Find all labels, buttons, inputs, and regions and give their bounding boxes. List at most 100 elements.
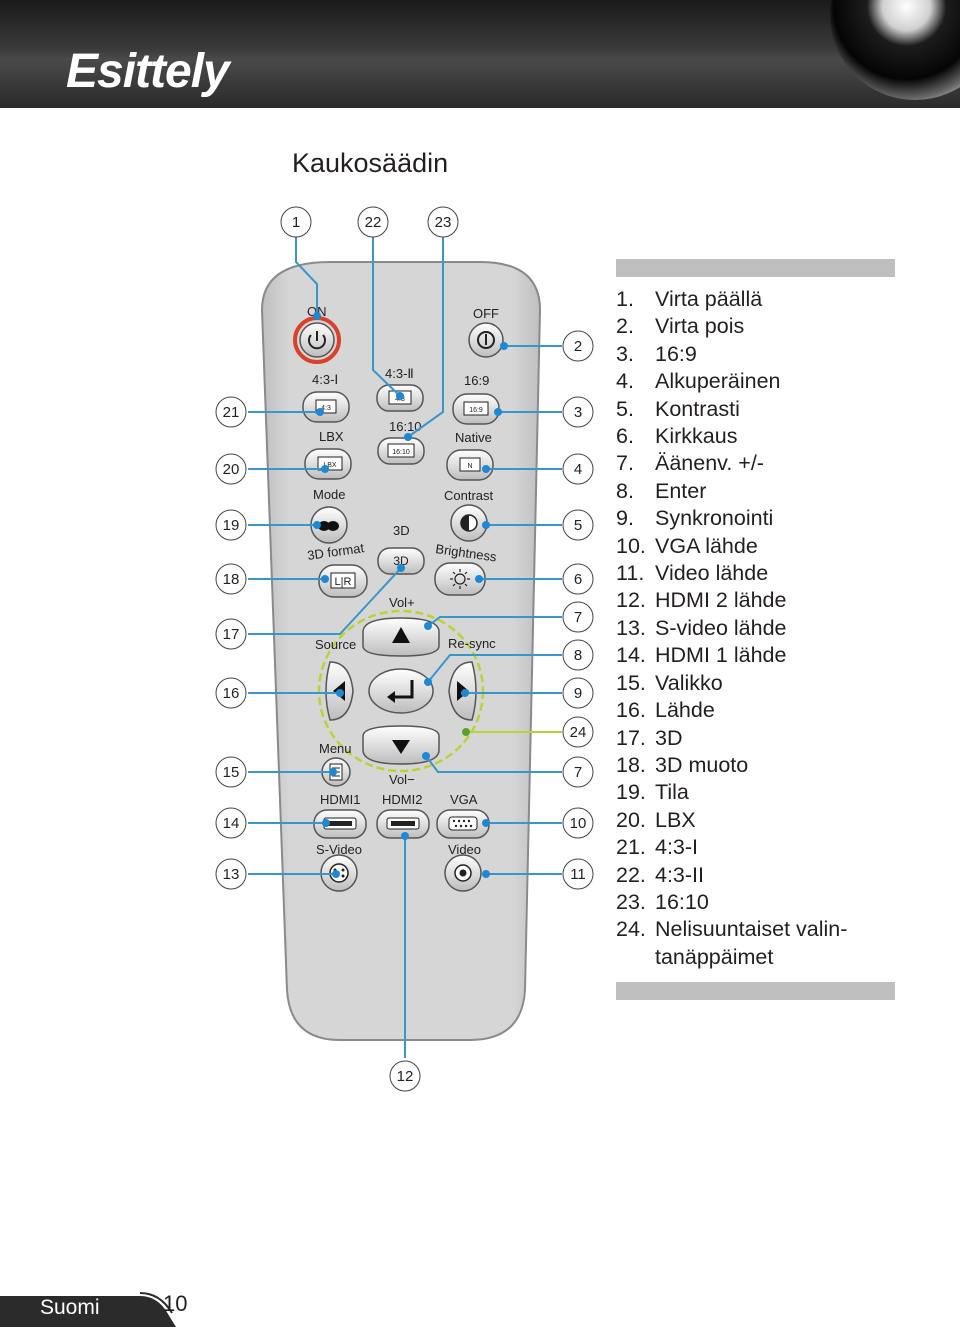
legend-item-15: 15.Valikko — [616, 670, 723, 695]
callout-1: 1 — [280, 206, 312, 238]
svg-text:20: 20 — [223, 461, 240, 478]
legend-item-5: 5.Kontrasti — [616, 396, 740, 421]
legend-item-21: 21.4:3-I — [616, 835, 699, 860]
svg-text:23: 23 — [435, 214, 452, 231]
label-43-ii: 4:3-Ⅱ — [385, 366, 414, 381]
legend-item-9: 9.Synkronointi — [616, 506, 774, 531]
svg-text:6: 6 — [574, 571, 582, 588]
label-mode: Mode — [313, 487, 346, 502]
legend-item-11: 11.Video lähde — [616, 561, 769, 586]
legend-item-1: 1.Virta päällä — [616, 287, 763, 311]
legend-item-22: 22.4:3-II — [616, 862, 704, 887]
mode-button — [310, 506, 348, 544]
aspect-1610-button — [377, 437, 425, 465]
legend-item-4: 4.Alkuperäinen — [616, 369, 781, 394]
legend-item-14: 14.HDMI 1 lähde — [616, 643, 787, 668]
video-button — [444, 854, 482, 892]
label-hdmi1: HDMI1 — [320, 792, 360, 807]
hdmi2-button — [376, 809, 430, 839]
label-off: OFF — [473, 306, 499, 321]
dpad-outline — [317, 609, 485, 773]
legend-item-19: 19.Tila — [616, 780, 689, 805]
callout-14: 14 — [215, 807, 247, 839]
svg-text:14: 14 — [223, 815, 240, 832]
svg-text:17: 17 — [223, 626, 240, 643]
callout-5: 5 — [562, 509, 594, 541]
native-button — [446, 449, 494, 481]
svg-text:15: 15 — [223, 764, 240, 781]
callout-lines — [248, 236, 562, 1058]
page-number: 10 — [163, 1291, 188, 1316]
legend-item-24: 24.Nelisuuntaiset valin- — [616, 917, 848, 942]
label-43-i: 4:3-Ⅰ — [312, 372, 338, 387]
svg-text:11: 11 — [570, 866, 586, 883]
section-title: Kaukosäädin — [292, 148, 449, 178]
callout-6: 6 — [562, 563, 594, 595]
callout-15: 15 — [215, 756, 247, 788]
callout-7a: 7 — [562, 601, 594, 633]
legend-item-2: 2.Virta pois — [616, 314, 745, 339]
brightness-button — [434, 562, 486, 596]
callout-dots — [313, 312, 508, 878]
svg-text:2: 2 — [574, 338, 582, 355]
callout-23: 23 — [427, 206, 459, 238]
label-resync: Re-sync — [448, 636, 496, 651]
icon-text-43-i: 4:3 — [321, 405, 331, 412]
3d-button — [377, 547, 425, 575]
svg-text:22: 22 — [365, 214, 382, 231]
label-volminus: Vol− — [389, 772, 415, 787]
vga-button — [436, 809, 490, 839]
icon-text-lbx: LBX — [323, 462, 337, 469]
callout-19: 19 — [215, 509, 247, 541]
label-3d: 3D — [393, 523, 410, 538]
icon-text-native: N — [467, 463, 472, 470]
legend-bottom-bar — [616, 982, 895, 1000]
callout-2: 2 — [562, 330, 594, 362]
power-on-button — [293, 316, 341, 364]
label-1610: 16:10 — [389, 419, 422, 434]
svg-text:8: 8 — [574, 647, 582, 664]
svg-text:10: 10 — [570, 815, 587, 832]
legend-list: 1.Virta päällä 2.Virta pois 3.16:9 4.Alk… — [616, 286, 847, 971]
label-169: 16:9 — [464, 373, 489, 388]
svg-text:5: 5 — [574, 517, 582, 534]
svg-text:7: 7 — [574, 764, 582, 781]
3d-format-button — [318, 564, 368, 598]
legend-item-7: 7.Äänenv. +/- — [616, 451, 764, 476]
callout-22: 22 — [357, 206, 389, 238]
legend-item-24-continuation: tanäppäimet — [655, 944, 774, 969]
callout-7b: 7 — [562, 756, 594, 788]
legend-item-8: 8.Enter — [616, 478, 707, 503]
callout-4: 4 — [562, 453, 594, 485]
legend-item-17: 17.3D — [616, 725, 683, 750]
label-source: Source — [315, 637, 356, 652]
svg-text:16: 16 — [223, 685, 240, 702]
svg-text:18: 18 — [223, 571, 240, 588]
power-off-button — [468, 322, 504, 358]
callout-11: 11 — [562, 858, 594, 890]
icon-text-lr: L|R — [335, 576, 352, 588]
header-title: Esittely — [66, 45, 230, 98]
svg-text:7: 7 — [574, 609, 582, 626]
legend-item-6: 6.Kirkkaus — [616, 424, 738, 449]
label-hdmi2: HDMI2 — [382, 792, 422, 807]
enter-button — [368, 668, 434, 714]
label-native: Native — [455, 430, 492, 445]
legend-item-13: 13.S-video lähde — [616, 615, 787, 640]
legend-item-10: 10.VGA lähde — [616, 533, 758, 558]
callout-20: 20 — [215, 453, 247, 485]
label-volplus: Vol+ — [389, 595, 415, 610]
svg-text:12: 12 — [397, 1068, 414, 1085]
aspect-43-i-button — [302, 391, 350, 423]
label-lbx: LBX — [319, 429, 344, 444]
svg-text:24: 24 — [570, 724, 587, 741]
svg-text:21: 21 — [223, 404, 240, 421]
callout-10: 10 — [562, 807, 594, 839]
callout-dot-24 — [462, 728, 470, 736]
label-video: Video — [448, 842, 481, 857]
svg-text:9: 9 — [574, 685, 582, 702]
svg-text:1: 1 — [292, 214, 300, 231]
callout-12: 12 — [389, 1060, 421, 1092]
legend-item-12: 12.HDMI 2 lähde — [616, 588, 787, 613]
